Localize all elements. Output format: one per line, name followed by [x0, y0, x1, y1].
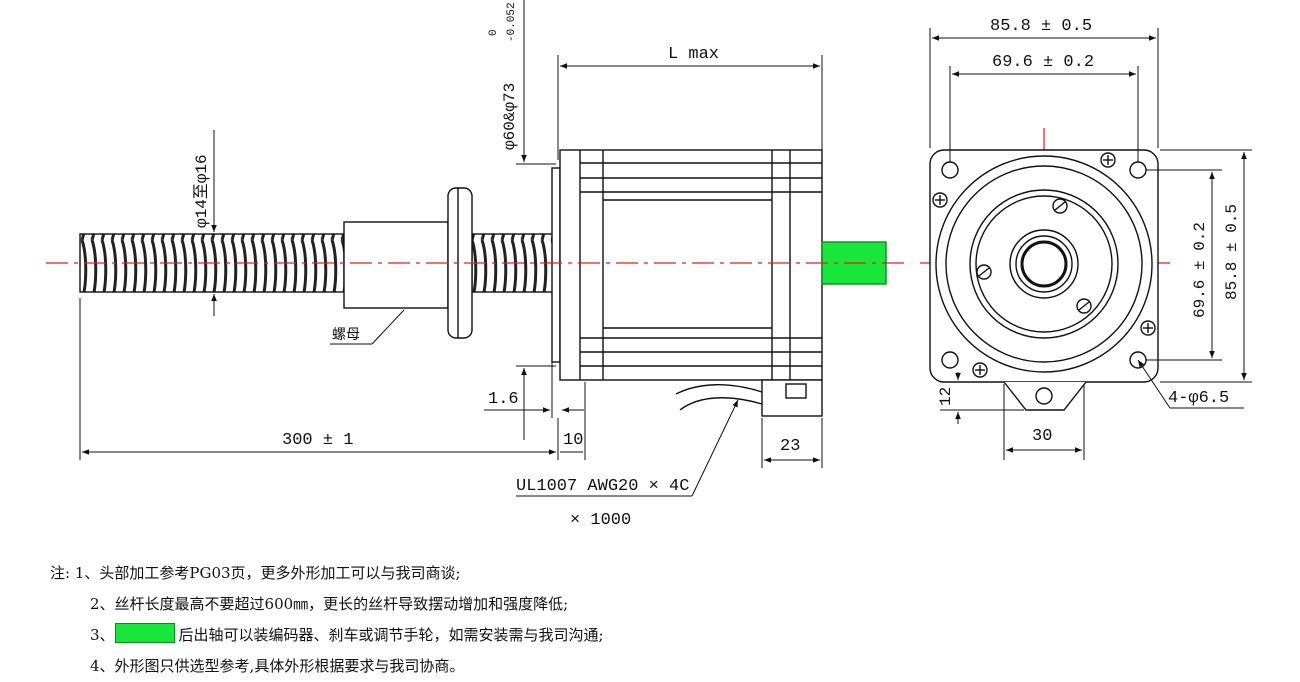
screw-icon — [1100, 152, 1116, 168]
hole-spacing-vertical-dim: 69.6 ± 0.2 — [1191, 222, 1209, 318]
side-labels: L max φ60&φ73 0 -0.052 φ14至φ16 螺母 1.6 30… — [193, 2, 800, 530]
flange-thickness-dim: 1.6 — [488, 390, 519, 409]
mount-holes-dim: 4-φ6.5 — [1168, 389, 1229, 408]
length-dim: L max — [668, 45, 719, 64]
screw-icon — [972, 362, 988, 378]
mount-hole-bl — [941, 351, 959, 369]
note-1-text: 1、头部加工参考PG03页，更多外形加工可以与我司商谈; — [74, 564, 461, 582]
note-3: 3、 后出轴可以装编码器、刹车或调节手轮，如需安装需与我司沟通; — [50, 620, 1250, 651]
note-4: 4、外形图只供选型参考,具体外形根据要求与我司协商。 — [50, 651, 1250, 682]
boss-length-dim: 10 — [563, 431, 583, 450]
motor-body — [559, 149, 823, 381]
nut-label: 螺母 — [332, 327, 360, 343]
note-1: 注: 1、头部加工参考PG03页，更多外形加工可以与我司商谈; — [50, 558, 1250, 589]
flange-outer-vertical-dim: 85.8 ± 0.5 — [1223, 204, 1241, 300]
end-labels: 85.8 ± 0.5 69.6 ± 0.2 69.6 ± 0.2 85.8 ± … — [937, 17, 1241, 446]
connector-bottom — [1003, 381, 1087, 411]
end-dimensions — [929, 28, 1252, 460]
side-dimensions — [79, 0, 823, 497]
note-2: 2、丝杆长度最高不要超过600㎜，更长的丝杆导致摆动增加和强度降低; — [50, 589, 1250, 620]
nut-body — [343, 221, 449, 309]
cable-spec: UL1007 AWG20 × 4C — [516, 477, 689, 496]
screw-diameter-dim: φ14至φ16 — [193, 154, 211, 228]
note-3-number: 3、 — [90, 626, 115, 644]
pilot-tolerance-upper: 0 — [488, 29, 500, 36]
connector-width-dim: 23 — [780, 437, 800, 456]
note-3-text: 后出轴可以装编码器、刹车或调节手轮，如需安装需与我司沟通; — [178, 626, 604, 644]
notes-prefix: 注: — [50, 564, 71, 582]
screw-length-dim: 300 ± 1 — [282, 431, 353, 450]
green-swatch-icon — [114, 623, 175, 643]
front-plate — [551, 167, 561, 363]
note-4-text: 4、外形图只供选型参考,具体外形根据要求与我司协商。 — [90, 657, 465, 675]
cable — [675, 384, 763, 395]
hole-spacing-dim: 69.6 ± 0.2 — [992, 53, 1094, 72]
cable-length: × 1000 — [570, 511, 631, 530]
pilot-diameter-dim: φ60&φ73 — [501, 83, 519, 150]
note-2-text: 2、丝杆长度最高不要超过600㎜，更长的丝杆导致摆动增加和强度降低; — [90, 595, 569, 613]
end-view — [929, 149, 1159, 411]
flange-outer-dim: 85.8 ± 0.5 — [990, 17, 1092, 36]
notes-block: 注: 1、头部加工参考PG03页，更多外形加工可以与我司商谈; 2、丝杆长度最高… — [50, 558, 1250, 682]
screw-icon — [1140, 320, 1156, 336]
connector-offset-dim: 12 — [937, 387, 955, 406]
pilot-tolerance-lower: -0.052 — [506, 2, 518, 42]
screw-icon — [932, 192, 948, 208]
side-view — [79, 149, 887, 417]
connector-span-dim: 30 — [1032, 427, 1052, 446]
